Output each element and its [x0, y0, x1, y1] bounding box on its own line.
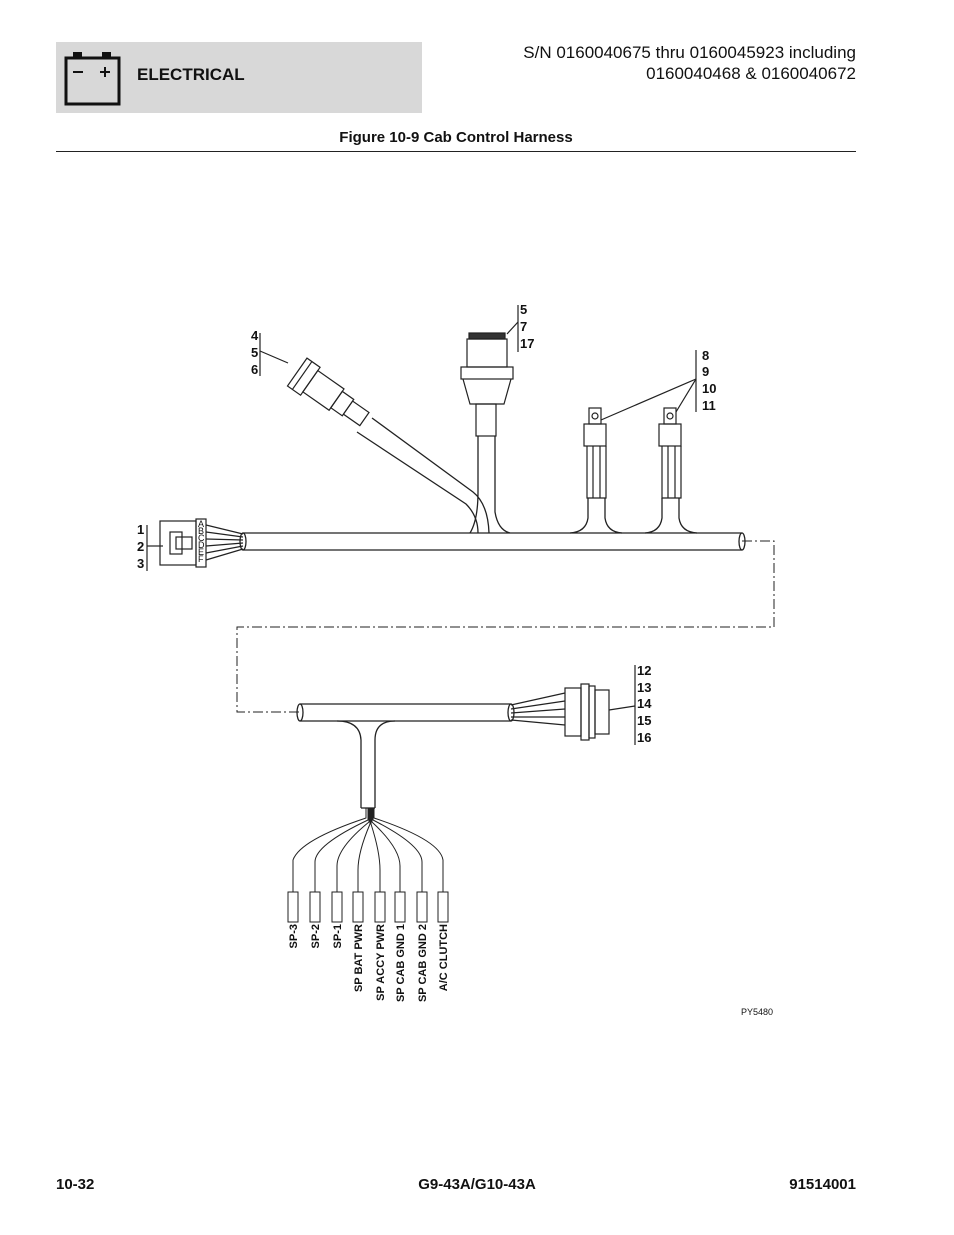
section-title: ELECTRICAL — [137, 65, 245, 84]
battery-icon — [64, 52, 121, 106]
header-divider — [56, 151, 856, 152]
splice-terminals — [287, 891, 449, 923]
left-connector — [146, 518, 244, 571]
harness-continuation-line — [236, 540, 775, 713]
callouts-top-connector: 5 7 17 — [520, 302, 534, 351]
callout-number: 17 — [520, 336, 534, 351]
model-number: G9-43A/G10-43A — [418, 1176, 536, 1193]
callouts-left-connector: 1 2 3 — [137, 522, 144, 571]
callout-number: 5 — [251, 345, 258, 360]
callout-number: 11 — [702, 398, 716, 413]
serial-line: S/N 0160040675 thru 0160045923 including — [523, 43, 856, 62]
part-number: 91514001 — [789, 1176, 856, 1193]
splice-wires — [292, 808, 444, 892]
callout-number: 12 — [637, 663, 651, 678]
callout-number: 4 — [251, 328, 259, 343]
callouts-relays: 8 9 10 11 — [702, 348, 716, 413]
main-harness — [239, 417, 746, 551]
splice-labels: SP-3 SP-2 SP-1 SP BAT PWR SP ACCY PWR SP… — [288, 924, 450, 1002]
callout-number: 3 — [137, 556, 144, 571]
figure-code: PY5480 — [741, 1007, 773, 1017]
splice-label: SP-2 — [310, 924, 322, 948]
splice-label: SP CAB GND 1 — [395, 924, 407, 1002]
serial-line: 0160040468 & 0160040672 — [646, 64, 856, 83]
callout-number: 14 — [637, 696, 652, 711]
pin-letter: F — [198, 554, 204, 564]
pin-letter: D — [198, 540, 205, 550]
callout-number: 5 — [520, 302, 527, 317]
lower-harness — [296, 703, 515, 809]
splice-label: SP-1 — [332, 924, 344, 948]
callout-number: 16 — [637, 730, 651, 745]
angled-connector — [259, 333, 370, 427]
callout-number: 1 — [137, 522, 144, 537]
splice-label: SP CAB GND 2 — [417, 924, 429, 1002]
top-connector — [460, 305, 519, 437]
serial-number-range: S/N 0160040675 thru 0160045923 including… — [523, 42, 856, 84]
pin-letter: E — [198, 547, 204, 557]
pin-letter-group: A B C D E F — [198, 519, 205, 564]
callout-number: 13 — [637, 680, 651, 695]
callout-number: 9 — [702, 364, 709, 379]
callout-number: 2 — [137, 539, 144, 554]
splice-label: SP ACCY PWR — [375, 924, 387, 1001]
relay-connectors — [583, 350, 697, 499]
figure-title: Figure 10-9 Cab Control Harness — [339, 129, 573, 146]
pin-letter: B — [198, 526, 204, 536]
pin-letter: C — [198, 533, 205, 543]
pin-letter: A — [198, 519, 204, 529]
section-header-box — [56, 42, 422, 113]
callouts-round-connector: 12 13 14 15 16 — [637, 663, 652, 745]
splice-label: SP BAT PWR — [353, 924, 365, 992]
round-connector — [510, 665, 636, 745]
callout-number: 7 — [520, 319, 527, 334]
callout-number: 10 — [702, 381, 716, 396]
splice-label: A/C CLUTCH — [438, 924, 450, 991]
callout-number: 6 — [251, 362, 258, 377]
callout-number: 15 — [637, 713, 651, 728]
callout-number: 8 — [702, 348, 709, 363]
callouts-angled-connector: 4 5 6 — [251, 328, 259, 377]
splice-label: SP-3 — [288, 924, 300, 948]
page-number: 10-32 — [56, 1176, 95, 1193]
